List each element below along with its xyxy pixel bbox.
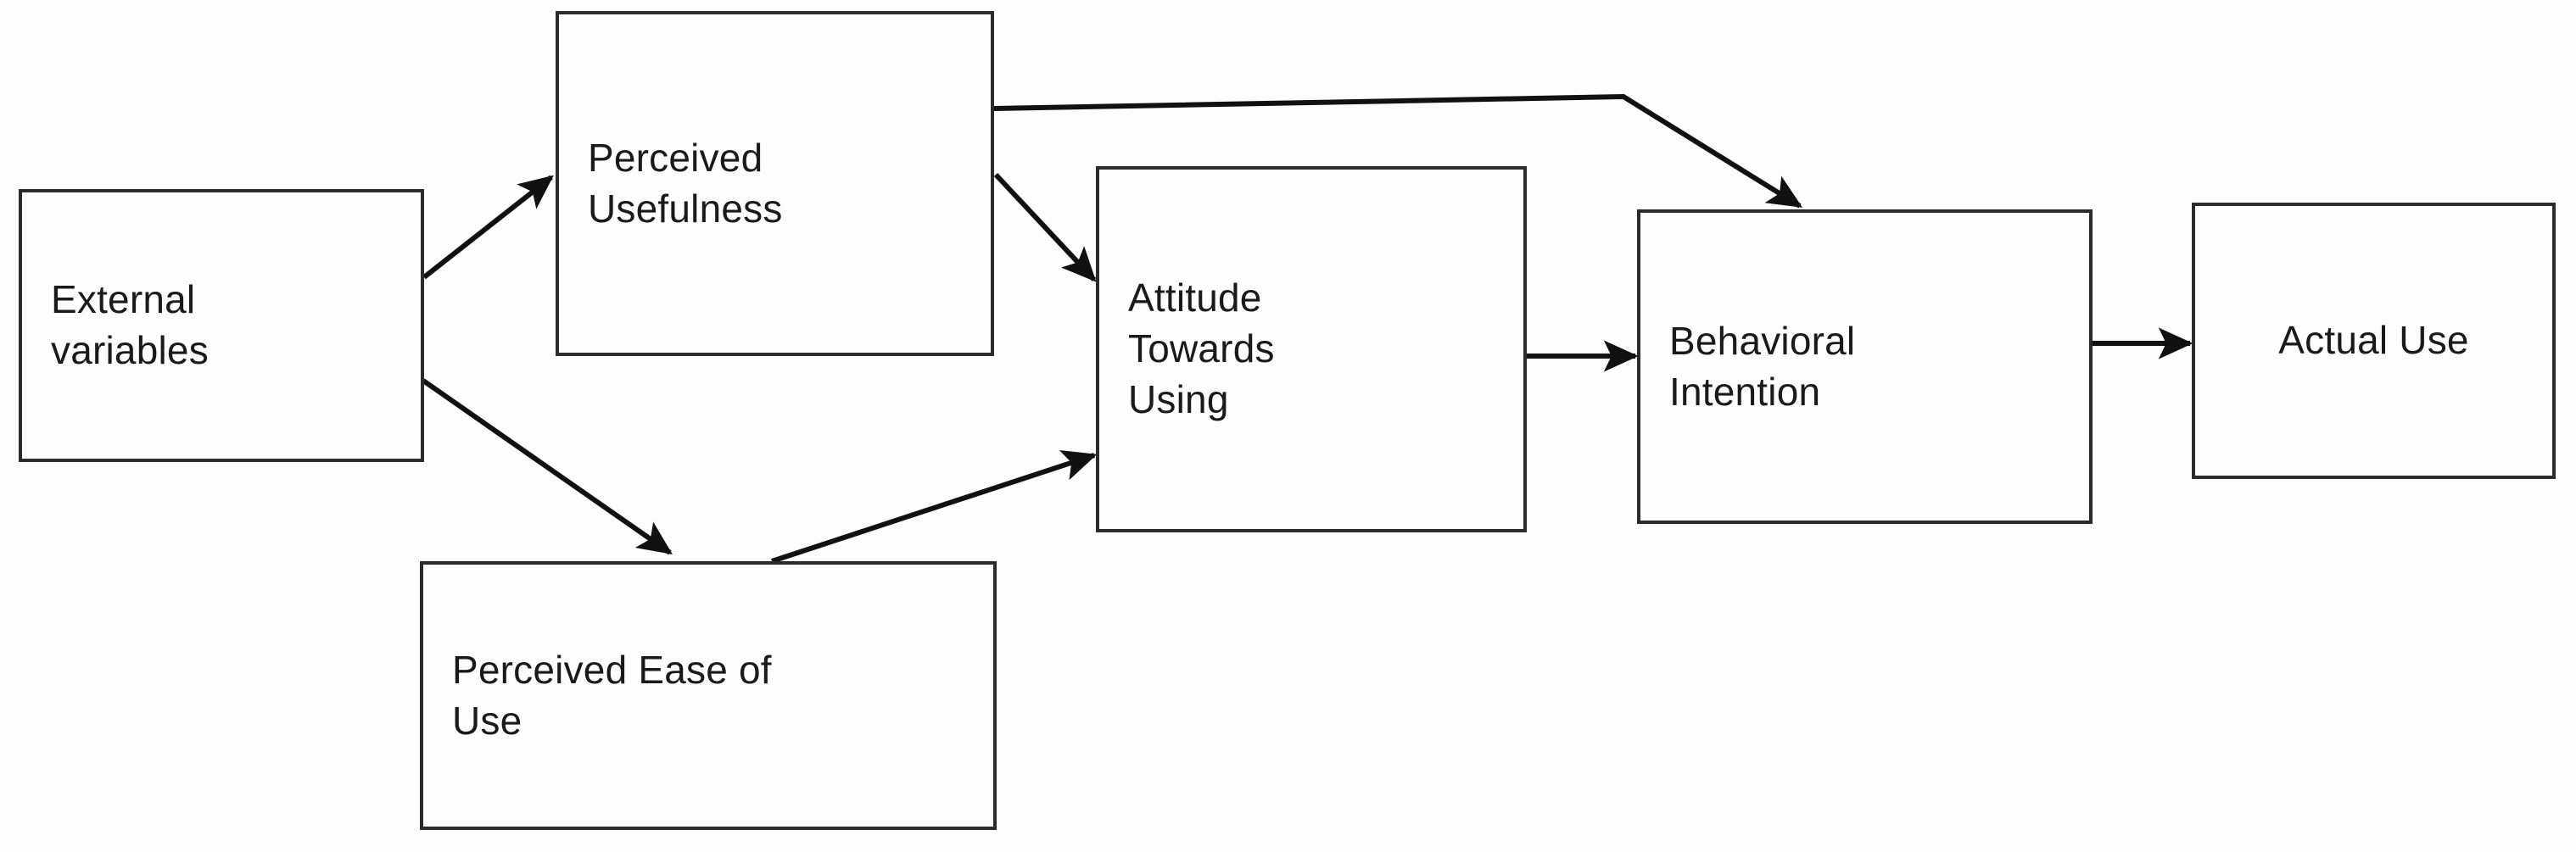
node-perceived-ease-of-use[interactable]: Perceived Ease of Use — [420, 561, 997, 830]
node-label-actual-use: Actual Use — [2278, 318, 2469, 363]
node-attitude-towards-using[interactable]: Attitude Towards Using — [1096, 166, 1527, 532]
edge-peou-to-atu — [771, 449, 1098, 564]
node-external-variables[interactable]: External variables — [19, 189, 424, 462]
node-actual-use[interactable]: Actual Use — [2192, 203, 2556, 479]
node-label-perceived-usefulness: Perceived Usefulness — [588, 135, 783, 231]
edge-ev-to-peou — [422, 378, 673, 555]
edge-ev-to-pu — [422, 175, 554, 280]
node-label-behavioral-intention: Behavioral Intention — [1669, 318, 1856, 414]
node-behavioral-intention[interactable]: Behavioral Intention — [1637, 209, 2093, 524]
node-label-external-variables: External variables — [51, 277, 209, 372]
node-label-perceived-ease-of-use: Perceived Ease of Use — [452, 647, 772, 743]
node-label-attitude-towards-using: Attitude Towards Using — [1128, 276, 1275, 421]
node-perceived-usefulness[interactable]: Perceived Usefulness — [556, 11, 994, 356]
